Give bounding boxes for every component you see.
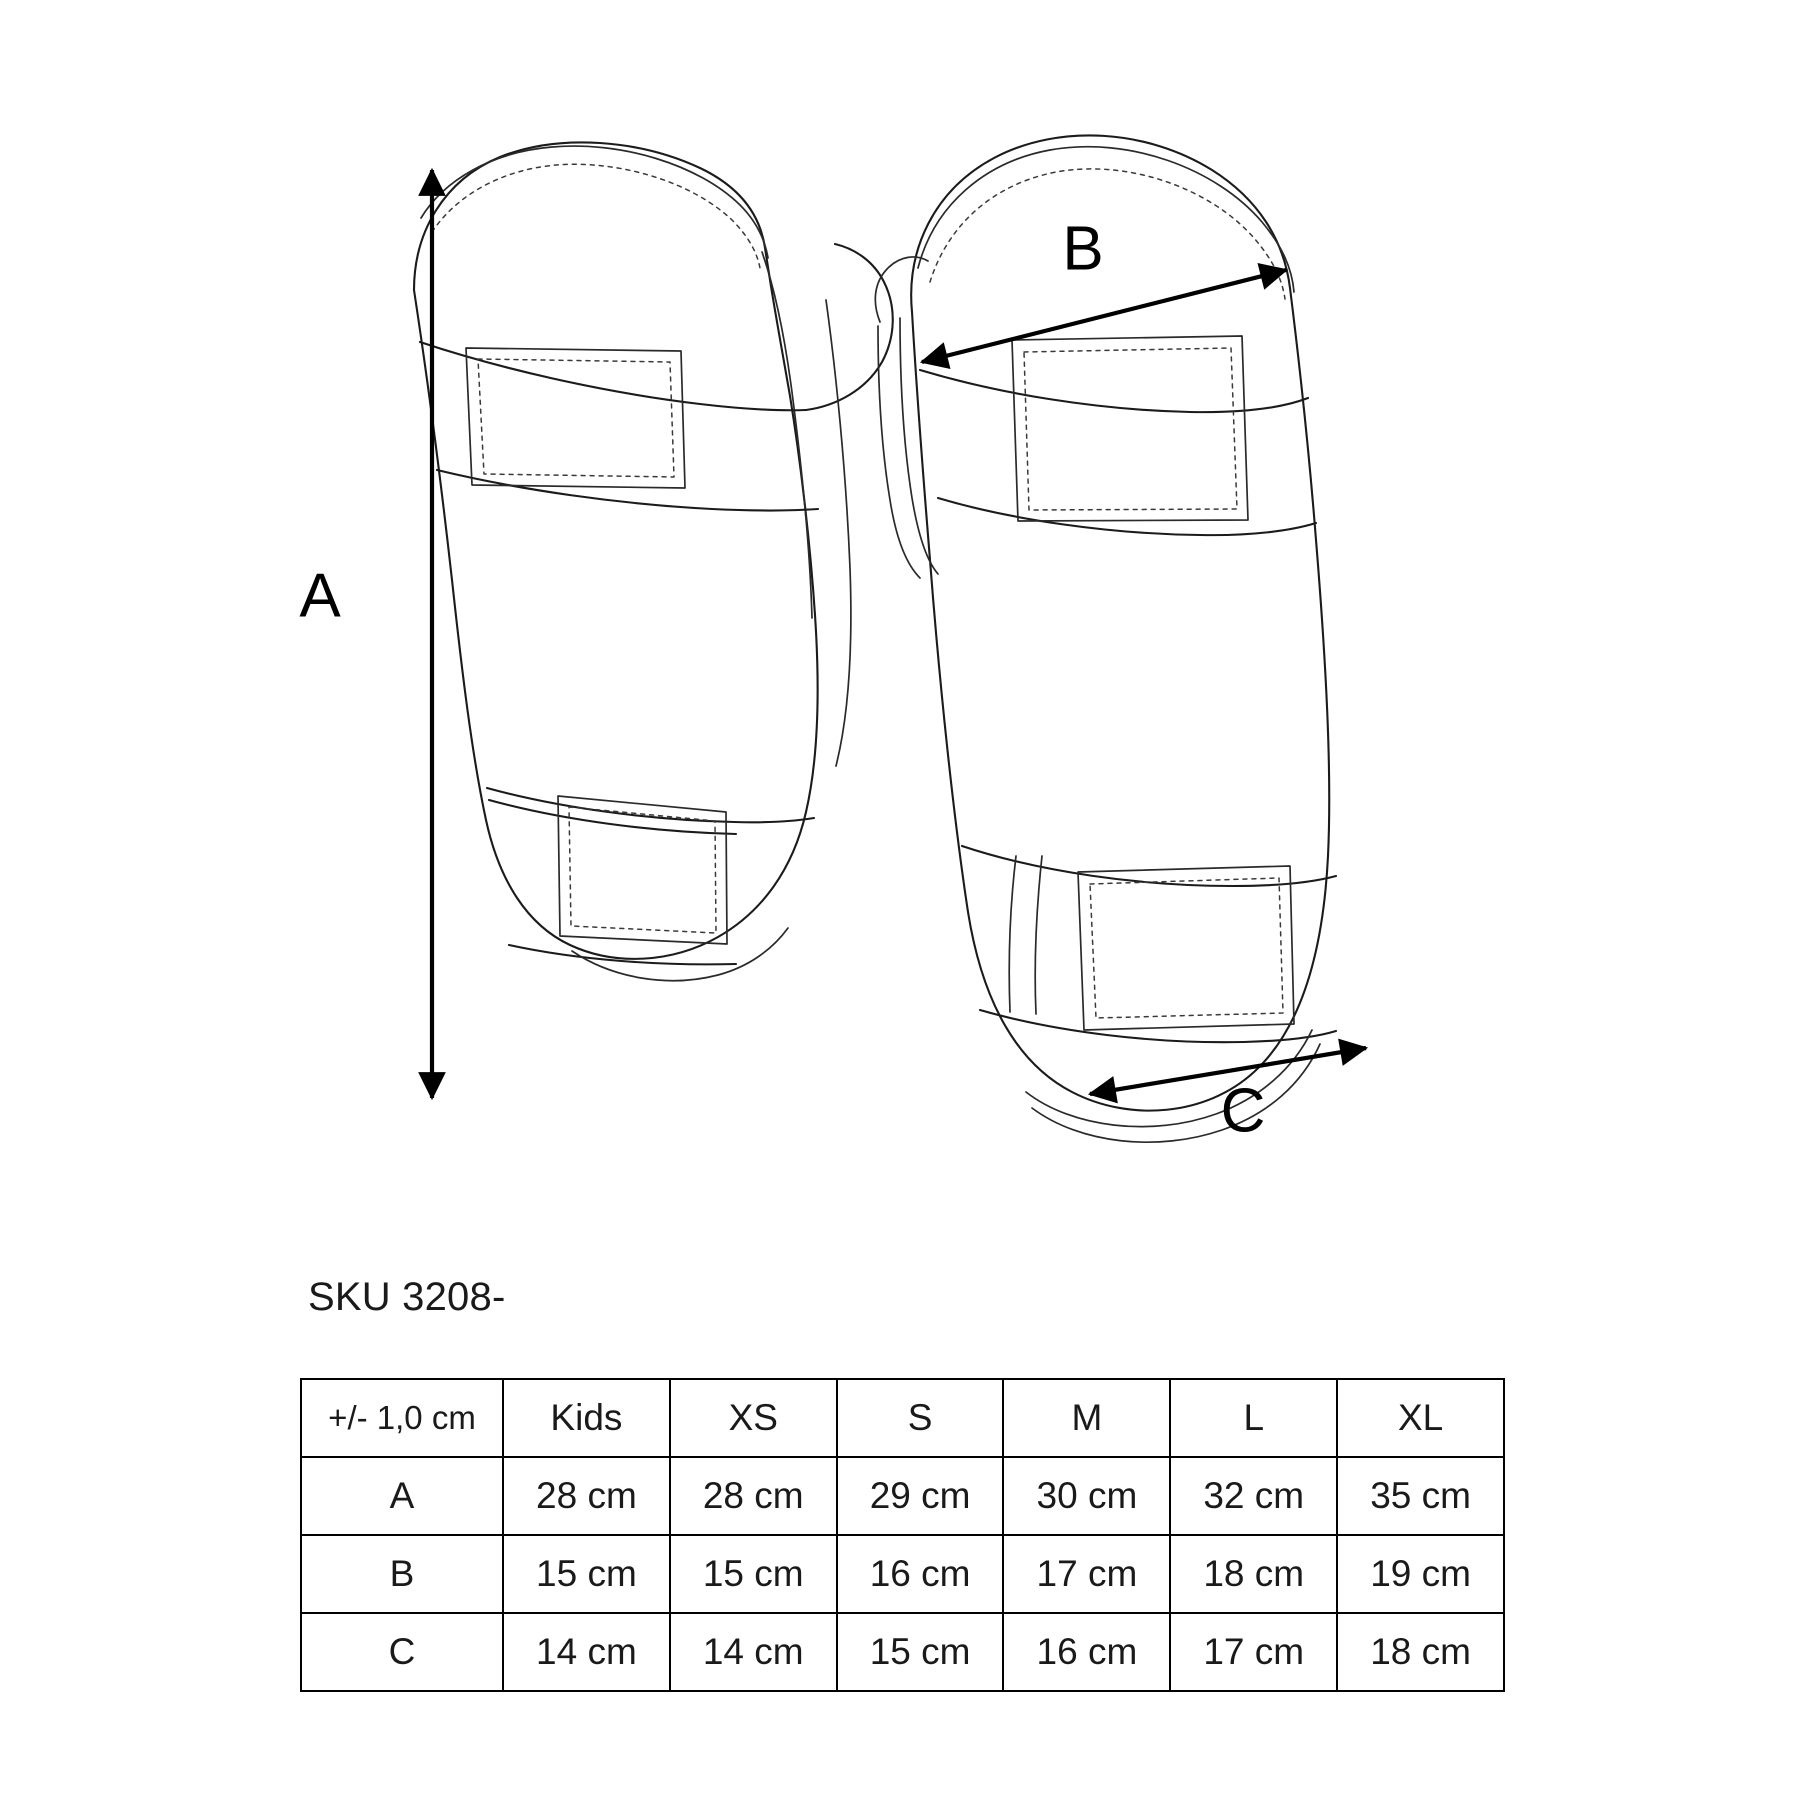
size-header-m: M	[1002, 1378, 1172, 1458]
table-row: A 28 cm 28 cm 29 cm 30 cm 32 cm 35 cm	[300, 1456, 1505, 1536]
dimension-c-label: C	[1221, 1076, 1266, 1145]
left-guard-upper-velcro	[465, 347, 686, 489]
right-guard-left-depth-band	[877, 325, 921, 579]
left-guard-upper-velcro-stitch	[477, 358, 675, 478]
cell-b-xs: 15 cm	[668, 1534, 838, 1614]
table-row: B 15 cm 15 cm 16 cm 17 cm 18 cm 19 cm	[300, 1534, 1505, 1614]
left-guard-top-rim	[420, 145, 769, 259]
right-guard-left-depth-edge	[874, 256, 929, 323]
right-shin-guard-drawing	[874, 134, 1338, 1143]
cell-b-m: 17 cm	[1002, 1534, 1172, 1614]
left-guard-upper-strap	[418, 340, 808, 412]
dimension-a: A	[299, 167, 446, 1101]
size-table-body: A 28 cm 28 cm 29 cm 30 cm 32 cm 35 cm B …	[300, 1456, 1505, 1692]
size-header-kids: Kids	[502, 1378, 671, 1458]
left-shin-guard-drawing	[412, 141, 894, 982]
right-guard-upper-strap-lower	[936, 496, 1318, 537]
right-guard-upper-strap	[918, 368, 1310, 414]
left-guard-strap-tab	[804, 242, 894, 412]
cell-b-l: 18 cm	[1169, 1534, 1339, 1614]
right-guard-bottom-hem2	[1025, 1029, 1313, 1128]
left-guard-lower-strap	[487, 798, 738, 836]
dimension-a-label: A	[299, 561, 341, 630]
right-guard-upper-velcro-stitch	[1023, 347, 1238, 511]
cell-b-xl: 19 cm	[1336, 1534, 1505, 1614]
dimension-c-line	[1087, 1038, 1369, 1104]
cell-a-xs: 28 cm	[668, 1456, 838, 1536]
row-label-b: B	[300, 1534, 504, 1614]
right-guard-lower-velcro-stitch	[1089, 877, 1284, 1019]
dimension-b-line	[919, 262, 1289, 370]
table-header-row: +/- 1,0 cm Kids XS S M L XL	[300, 1378, 1505, 1458]
size-header-l: L	[1169, 1378, 1339, 1458]
row-label-c: C	[300, 1612, 504, 1692]
dimension-c: C	[1087, 1038, 1369, 1145]
left-guard-outer-contour	[825, 299, 852, 767]
left-guard-top-rim-stitch	[431, 163, 761, 269]
right-guard-mid-seam	[960, 844, 1338, 888]
row-label-a: A	[300, 1456, 504, 1536]
size-header-xs: XS	[668, 1378, 838, 1458]
right-guard-left-depth-band2	[899, 317, 939, 575]
right-guard-upper-velcro	[1011, 335, 1249, 522]
cell-c-m: 16 cm	[1002, 1612, 1172, 1692]
right-guard-lower-left-panel	[1034, 855, 1043, 1015]
cell-b-kids: 15 cm	[502, 1534, 671, 1614]
cell-a-l: 32 cm	[1169, 1456, 1339, 1536]
left-guard-mid-seam	[485, 786, 816, 824]
cell-a-xl: 35 cm	[1336, 1456, 1505, 1536]
cell-c-xs: 14 cm	[668, 1612, 838, 1692]
sku-label: SKU 3208-	[308, 1275, 506, 1319]
right-guard-lower-velcro	[1077, 865, 1295, 1031]
left-guard-lower-velcro	[557, 795, 728, 945]
left-guard-inner-edge	[761, 251, 813, 619]
size-table-container: +/- 1,0 cm Kids XS S M L XL A 28 cm 28 c…	[300, 1378, 1505, 1692]
left-guard-lower-strap-bottom	[507, 943, 738, 966]
right-guard-outline	[910, 134, 1331, 1112]
left-guard-upper-strap-lower	[435, 468, 820, 512]
cell-a-kids: 28 cm	[502, 1456, 671, 1536]
shin-guard-illustration: A B C	[299, 134, 1369, 1145]
cell-c-xl: 18 cm	[1336, 1612, 1505, 1692]
size-header-xl: XL	[1336, 1378, 1505, 1458]
cell-c-kids: 14 cm	[502, 1612, 671, 1692]
dimension-b: B	[919, 214, 1289, 370]
right-guard-top-rim	[917, 145, 1295, 293]
tolerance-header: +/- 1,0 cm	[300, 1378, 504, 1458]
size-table: +/- 1,0 cm Kids XS S M L XL A 28 cm 28 c…	[300, 1378, 1505, 1692]
size-header-s: S	[835, 1378, 1005, 1458]
cell-a-s: 29 cm	[835, 1456, 1005, 1536]
cell-c-l: 17 cm	[1169, 1612, 1339, 1692]
right-guard-top-rim-stitch	[929, 168, 1286, 300]
right-guard-lower-left-panel2	[1008, 855, 1017, 1013]
dimension-b-label: B	[1062, 214, 1103, 283]
size-table-head: +/- 1,0 cm Kids XS S M L XL	[300, 1378, 1505, 1458]
table-row: C 14 cm 14 cm 15 cm 16 cm 17 cm 18 cm	[300, 1612, 1505, 1692]
cell-b-s: 16 cm	[835, 1534, 1005, 1614]
cell-a-m: 30 cm	[1002, 1456, 1172, 1536]
left-guard-outline	[412, 141, 819, 960]
cell-c-s: 15 cm	[835, 1612, 1005, 1692]
left-guard-lower-velcro-stitch	[568, 806, 717, 934]
left-guard-bottom-hem	[571, 927, 789, 982]
